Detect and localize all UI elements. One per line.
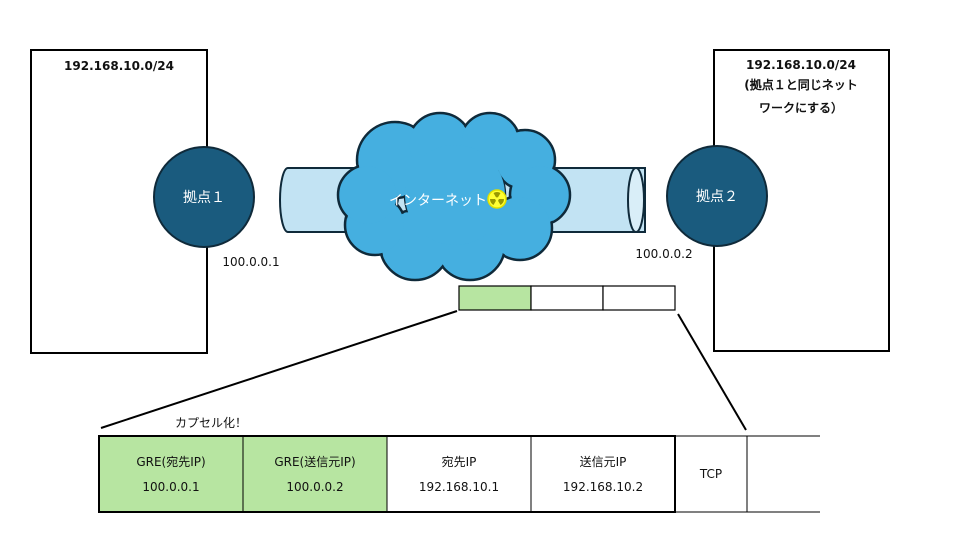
- site1-label: 拠点１: [183, 190, 225, 206]
- internet-cloud: [336, 111, 572, 282]
- internet-label: インターネット: [389, 193, 487, 209]
- packet-field-title: GRE(宛先IP): [136, 454, 205, 469]
- zoom-line-left: [100, 310, 458, 429]
- packet-field-title: 送信元IP: [580, 454, 627, 469]
- packet-detail: [98, 435, 820, 513]
- site2-ip: 100.0.0.2: [635, 247, 692, 261]
- packet-field-value: 100.0.0.1: [142, 480, 199, 494]
- mini-packet: [458, 285, 676, 311]
- site1-node: [153, 146, 255, 248]
- packet-field-title: GRE(送信元IP): [274, 454, 355, 469]
- packet-field-title: TCP: [699, 467, 722, 481]
- site2-label: 拠点２: [696, 189, 738, 205]
- radiation-icon: [487, 189, 507, 209]
- zoom-line-right: [677, 313, 747, 431]
- site1-network: 192.168.10.0/24: [64, 59, 174, 73]
- packet-field-value: 100.0.0.2: [286, 480, 343, 494]
- site2-node: [666, 145, 768, 247]
- packet-field-value: 192.168.10.1: [419, 480, 499, 494]
- encapsulation-label: カプセル化！: [175, 416, 247, 430]
- site2-note-line1: (拠点１と同じネット: [744, 77, 858, 92]
- packet-field-value: 192.168.10.2: [563, 480, 643, 494]
- site2-note-line2: ワークにする）: [759, 100, 843, 115]
- site1-ip: 100.0.0.1: [222, 255, 279, 269]
- site2-network: 192.168.10.0/24: [746, 58, 856, 72]
- packet-field-title: 宛先IP: [442, 454, 477, 469]
